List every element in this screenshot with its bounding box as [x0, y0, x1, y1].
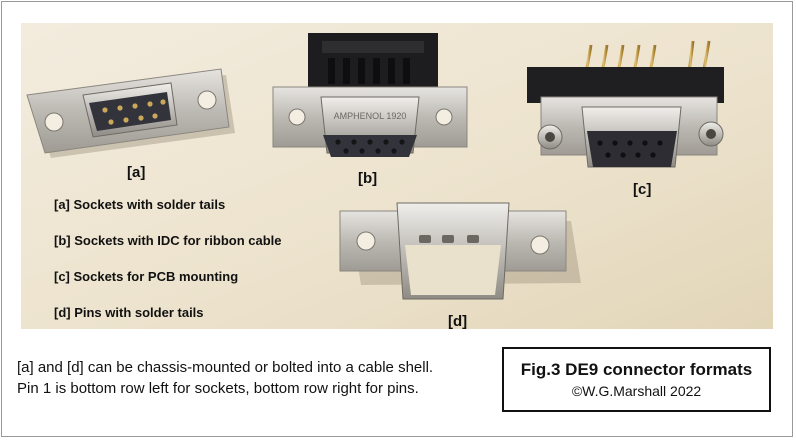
legend-item-a: [a] Sockets with solder tails	[54, 197, 226, 212]
label-a: [a]	[127, 164, 146, 181]
figure-credit: ©W.G.Marshall 2022	[571, 383, 702, 399]
connector-photo: AMPHENOL 1920	[21, 23, 773, 329]
note-line-1: [a] and [d] can be chassis-mounted or bo…	[17, 359, 434, 376]
legend-item-b: [b] Sockets with IDC for ribbon cable	[54, 233, 282, 248]
connector-a	[26, 68, 235, 158]
connector-b: AMPHENOL 1920	[272, 33, 468, 157]
note-line-2: Pin 1 is bottom row left for sockets, bo…	[17, 380, 419, 397]
legend-item-c: [c] Sockets for PCB mounting	[54, 269, 239, 284]
label-b: [b]	[358, 170, 378, 187]
figure-title: Fig.3 DE9 connector formats	[520, 360, 753, 379]
amphenol-stamp: AMPHENOL 1920	[334, 111, 407, 121]
label-d: [d]	[448, 313, 468, 330]
connector-c	[527, 40, 724, 168]
connector-illustration: AMPHENOL 1920	[21, 23, 773, 329]
legend-item-d: [d] Pins with solder tails	[54, 305, 204, 320]
connector-d	[339, 202, 581, 300]
figure-caption-box: Fig.3 DE9 connector formats ©W.G.Marshal…	[502, 347, 771, 412]
label-c: [c]	[633, 181, 652, 198]
